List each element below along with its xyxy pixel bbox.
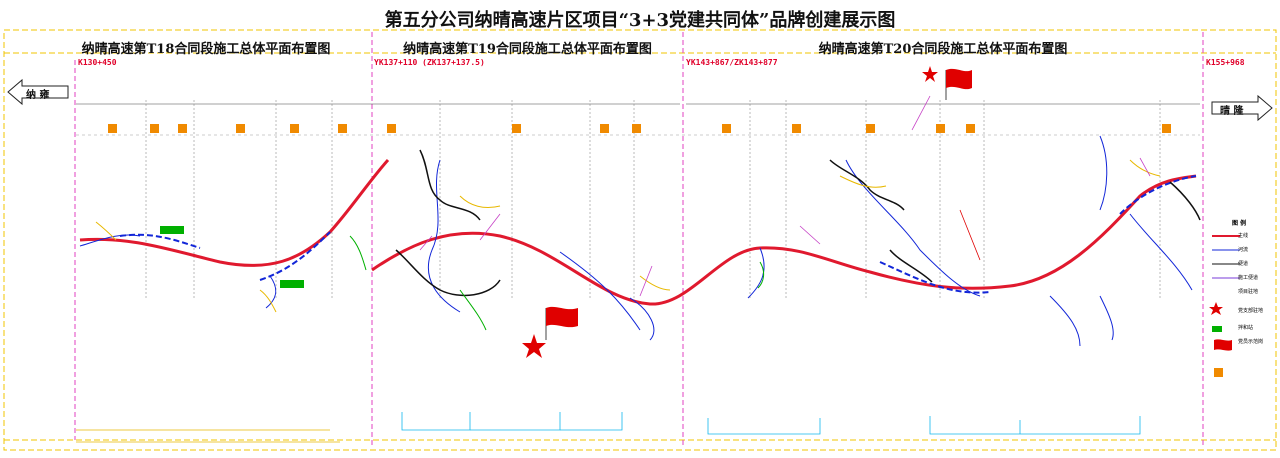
party-emblem-icon <box>108 124 1171 133</box>
legend-row-party-model: 党员示范岗 <box>1208 335 1276 349</box>
right-arrow-shape <box>1211 94 1273 122</box>
legend-row-construction-road: 施工便道 <box>1208 271 1276 285</box>
station-vertical-ticks <box>145 100 1161 300</box>
legend-row-river: 河流 <box>1208 243 1276 257</box>
chainage-end: K155+968 <box>1206 58 1245 67</box>
legend-party-emblem <box>1214 368 1223 377</box>
legend-label: 党支部驻地 <box>1238 308 1264 314</box>
mixing-station-marker <box>160 226 1222 332</box>
left-arrow-shape <box>7 78 69 106</box>
station-header-lines <box>76 103 1200 136</box>
bottom-yellow-lines <box>76 429 340 443</box>
legend-label: 主线 <box>1238 233 1249 239</box>
legend-title: 图 例 <box>1232 220 1247 227</box>
direction-left-label: 纳 雍 <box>26 90 50 101</box>
legend-label: 便道 <box>1238 261 1249 267</box>
callout-leaders <box>419 95 1151 297</box>
legend-row-mainline: 主线 <box>1208 229 1276 243</box>
legend-row-project-hq: 项目驻地 <box>1208 285 1276 299</box>
outer-frame <box>3 29 1277 451</box>
legend-row-mixing-station: 拌和站 <box>1208 321 1276 335</box>
legend-label: 项目驻地 <box>1238 289 1259 295</box>
legend-row-party-branch: 党支部驻地 <box>1208 299 1276 321</box>
legend-label: 河流 <box>1238 247 1249 253</box>
legend-row-access-road: 便道 <box>1208 257 1276 271</box>
yellow-access-roads <box>95 159 1161 313</box>
section-title-t19: 纳晴高速第T19合同段施工总体平面布置图 <box>403 42 652 57</box>
river-network <box>79 135 1193 347</box>
legend-label: 施工便道 <box>1238 275 1259 281</box>
flag-icon <box>545 68 1232 351</box>
page-title: 第五分公司纳晴高速片区项目“3+3党建共同体”品牌创建展示图 <box>384 10 896 31</box>
legend: 图 例 主线 河流 便道 施工便道 项目驻地 党支部驻地 拌和站 党员示范岗 <box>1208 220 1276 349</box>
green-access-roads <box>349 235 765 331</box>
main-road-line <box>79 158 1197 306</box>
direction-right-label: 晴 隆 <box>1220 106 1244 117</box>
star-icon <box>522 66 1223 358</box>
legend-label: 拌和站 <box>1238 325 1254 331</box>
section-title-t20: 纳晴高速第T20合同段施工总体平面布置图 <box>818 42 1068 57</box>
chainage-start-t19: YK137+110 (ZK137+137.5) <box>374 58 485 67</box>
bottom-brackets <box>401 412 1141 435</box>
legend-box <box>1212 235 1240 279</box>
chainage-start-t20: YK143+867/ZK143+877 <box>686 58 778 67</box>
section-title-t18: 纳晴高速第T18合同段施工总体平面布置图 <box>81 42 331 57</box>
legend-label: 党员示范岗 <box>1238 339 1264 345</box>
chainage-start-t18: K130+450 <box>78 58 117 67</box>
road-blue-overlay <box>119 175 1197 294</box>
access-roads <box>395 149 1201 297</box>
